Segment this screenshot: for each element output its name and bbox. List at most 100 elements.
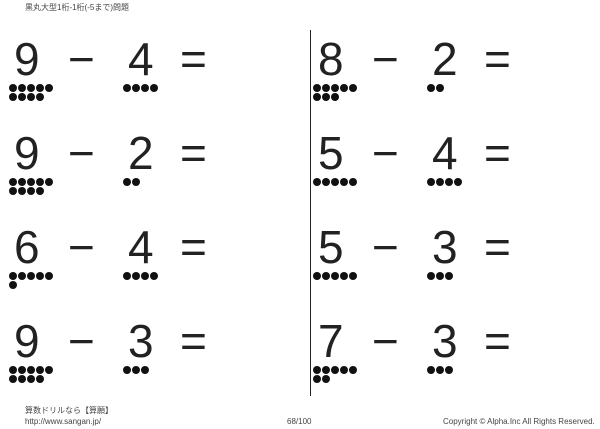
counting-dot (331, 178, 339, 186)
minuend: 9 (14, 33, 40, 85)
minuend: 5 (318, 127, 344, 179)
counting-dot (27, 84, 35, 92)
counting-dot (322, 272, 330, 280)
counting-dot (436, 84, 444, 92)
counting-dot (150, 272, 158, 280)
counting-dot (18, 272, 26, 280)
counting-dot (18, 93, 26, 101)
minus-sign: − (68, 221, 95, 273)
equals-sign: = (484, 221, 511, 273)
counting-dot (340, 366, 348, 374)
footer-url[interactable]: http://www.sangan.jp/ (25, 417, 102, 426)
counting-dot (18, 187, 26, 195)
counting-dot (36, 366, 44, 374)
counting-dot (45, 272, 53, 280)
counting-dot (45, 366, 53, 374)
equals-sign: = (484, 33, 511, 85)
minuend: 8 (318, 33, 344, 85)
counting-dot (9, 84, 17, 92)
counting-dot (9, 178, 17, 186)
counting-dot (27, 187, 35, 195)
subtrahend: 4 (128, 33, 154, 85)
subtrahend-dots (123, 366, 183, 375)
minuend-dots (313, 84, 373, 102)
counting-dot (123, 272, 131, 280)
counting-dot (427, 366, 435, 374)
counting-dot (436, 178, 444, 186)
problem: 5−3= (312, 224, 552, 294)
minuend-dots (9, 84, 69, 102)
counting-dot (349, 84, 357, 92)
subtrahend-dots (427, 366, 487, 375)
minuend-dots (9, 272, 69, 290)
counting-dot (132, 178, 140, 186)
counting-dot (313, 84, 321, 92)
counting-dot (132, 272, 140, 280)
counting-dot (132, 366, 140, 374)
counting-dot (322, 93, 330, 101)
counting-dot (27, 93, 35, 101)
minus-sign: − (372, 127, 399, 179)
minuend-dots (9, 178, 69, 196)
subtrahend-dots (427, 178, 487, 187)
counting-dot (436, 366, 444, 374)
counting-dot (340, 84, 348, 92)
counting-dot (9, 366, 17, 374)
minus-sign: − (372, 315, 399, 367)
minus-sign: − (68, 315, 95, 367)
counting-dot (349, 366, 357, 374)
problem: 5−4= (312, 130, 552, 200)
counting-dot (36, 272, 44, 280)
counting-dot (132, 84, 140, 92)
minuend: 7 (318, 315, 344, 367)
minus-sign: − (68, 127, 95, 179)
counting-dot (18, 84, 26, 92)
minuend: 5 (318, 221, 344, 273)
counting-dot (9, 93, 17, 101)
subtrahend: 3 (432, 221, 458, 273)
counting-dot (36, 84, 44, 92)
counting-dot (9, 281, 17, 289)
counting-dot (141, 366, 149, 374)
counting-dot (27, 272, 35, 280)
equals-sign: = (484, 127, 511, 179)
subtrahend-dots (123, 84, 183, 93)
counting-dot (322, 366, 330, 374)
subtrahend: 4 (128, 221, 154, 273)
minuend-dots (9, 366, 69, 384)
counting-dot (427, 178, 435, 186)
counting-dot (445, 272, 453, 280)
counting-dot (27, 375, 35, 383)
counting-dot (436, 272, 444, 280)
counting-dot (340, 272, 348, 280)
counting-dot (322, 84, 330, 92)
minuend: 9 (14, 315, 40, 367)
minuend: 6 (14, 221, 40, 273)
counting-dot (36, 178, 44, 186)
counting-dot (331, 93, 339, 101)
counting-dot (18, 366, 26, 374)
column-divider (310, 30, 311, 396)
equals-sign: = (180, 221, 207, 273)
counting-dot (141, 272, 149, 280)
minus-sign: − (372, 33, 399, 85)
problem: 9−2= (8, 130, 248, 200)
counting-dot (27, 178, 35, 186)
counting-dot (18, 375, 26, 383)
counting-dot (36, 187, 44, 195)
counting-dot (331, 272, 339, 280)
counting-dot (331, 84, 339, 92)
subtrahend: 2 (432, 33, 458, 85)
problem: 7−3= (312, 318, 552, 388)
counting-dot (445, 366, 453, 374)
problem: 9−4= (8, 36, 248, 106)
counting-dot (45, 178, 53, 186)
counting-dot (36, 93, 44, 101)
counting-dot (9, 272, 17, 280)
equals-sign: = (484, 315, 511, 367)
equals-sign: = (180, 127, 207, 179)
counting-dot (9, 375, 17, 383)
counting-dot (18, 178, 26, 186)
counting-dot (313, 178, 321, 186)
counting-dot (445, 178, 453, 186)
